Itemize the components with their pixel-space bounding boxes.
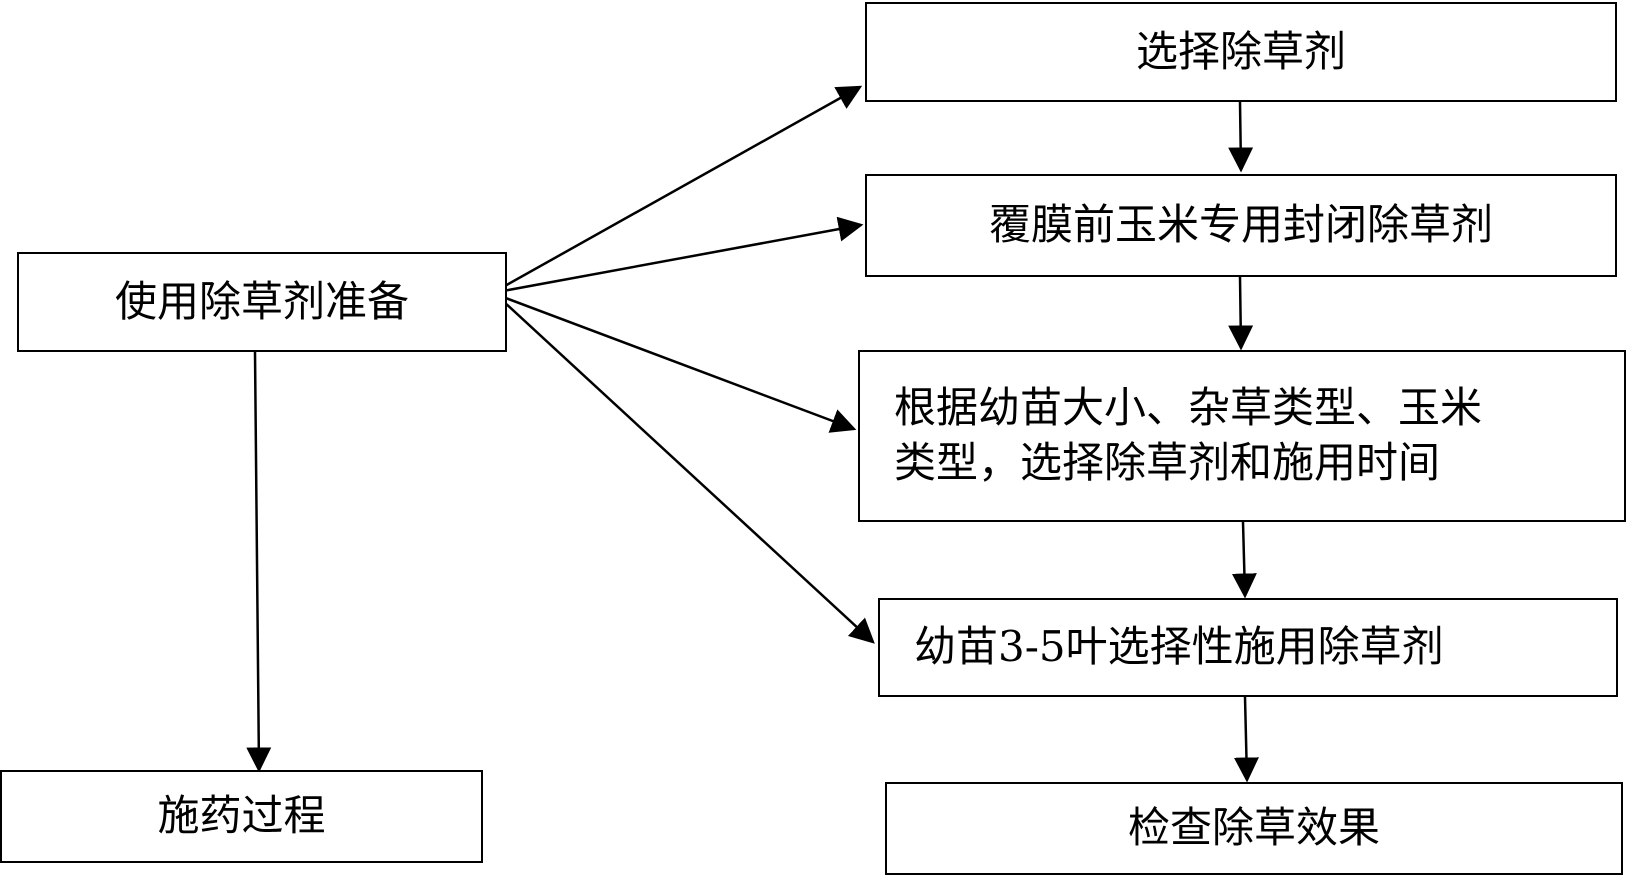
arrow-prepare-to-choose <box>502 295 857 433</box>
arrow-choose-to-seedling <box>1231 521 1257 599</box>
node-choose-label-line1: 根据幼苗大小、杂草类型、玉米 <box>894 383 1483 433</box>
arrow-prepare-to-select <box>502 85 863 289</box>
node-closed: 覆膜前玉米专用封闭除草剂 <box>865 174 1617 277</box>
node-process: 施药过程 <box>0 770 483 863</box>
node-prepare-label: 使用除草剂准备 <box>114 276 409 326</box>
node-choose: 根据幼苗大小、杂草类型、玉米 类型，选择除草剂和施用时间 <box>858 350 1626 522</box>
arrow-prepare-to-closed <box>502 216 864 293</box>
node-choose-label-line2: 类型，选择除草剂和施用时间 <box>894 438 1441 487</box>
node-seedling-label: 幼苗3-5叶选择性施用除草剂 <box>914 622 1444 672</box>
arrow-select-to-closed <box>1228 101 1254 173</box>
node-check-label: 检查除草效果 <box>1127 803 1380 853</box>
arrow-seedling-to-check <box>1233 696 1259 783</box>
node-prepare: 使用除草剂准备 <box>17 252 507 352</box>
arrow-prepare-to-seedling <box>502 300 875 644</box>
node-process-label: 施药过程 <box>157 791 326 841</box>
node-closed-label: 覆膜前玉米专用封闭除草剂 <box>988 200 1493 250</box>
node-select: 选择除草剂 <box>865 2 1617 102</box>
node-check: 检查除草效果 <box>885 782 1623 875</box>
arrow-closed-to-choose <box>1228 276 1254 351</box>
node-seedling: 幼苗3-5叶选择性施用除草剂 <box>878 598 1618 697</box>
node-select-label: 选择除草剂 <box>1135 26 1346 76</box>
arrow-prepare-to-process <box>246 351 272 773</box>
